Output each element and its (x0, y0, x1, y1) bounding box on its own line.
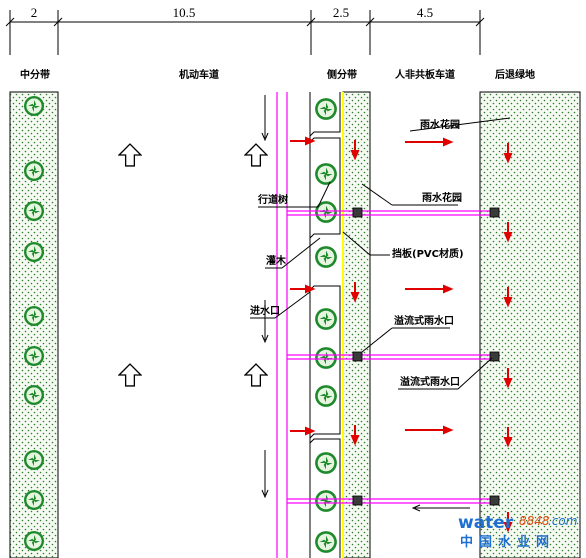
tree-bays (309, 92, 341, 558)
watermark-logo: water 8848 .com 中国水业网 (458, 513, 577, 550)
watermark-domain: 8848 (519, 514, 550, 528)
label-shrub: 灌木 (266, 254, 287, 267)
dimension-motorway: 10.5 (173, 5, 196, 20)
label-rain-garden: 雨水花园 (422, 191, 462, 204)
label-street-tree: 行道树 (257, 193, 288, 206)
zone-label-side-divider: 侧分带 (327, 68, 357, 81)
watermark-chinese: 中国水业网 (460, 534, 555, 550)
runoff-flow-arrows (290, 136, 513, 533)
gutter-flow-arrows (261, 95, 269, 499)
traffic-direction-arrows (118, 143, 268, 387)
drainage-pipes (276, 92, 495, 558)
label-overflow-drain-upper: 溢流式雨水口 (394, 314, 454, 327)
dimension-side-divider: 2.5 (333, 5, 349, 20)
overflow-drain-boxes (352, 207, 500, 506)
annotation-leaders (250, 117, 511, 390)
backyard-green-strip (479, 91, 581, 558)
watermark-brand: water (458, 513, 514, 533)
dimension-median: 2 (31, 5, 38, 20)
sidewalk-flow-arrow (411, 504, 470, 512)
zone-label-sidewalk: 人非共板车道 (395, 68, 455, 81)
dimension-line (5, 10, 485, 55)
zone-label-median: 中分带 (20, 68, 50, 81)
zone-label-motorway: 机动车道 (179, 68, 219, 81)
dimension-sidewalk: 4.5 (417, 5, 433, 20)
label-rain-garden-top: 雨水花园 (420, 118, 460, 131)
side-divider-trees (315, 98, 337, 553)
zone-label-backyard-green: 后退绿地 (495, 68, 535, 81)
label-overflow-drain-lower: 溢流式雨水口 (400, 375, 460, 388)
label-inlet: 进水口 (250, 304, 280, 317)
label-baffle: 挡板(PVC材质) (392, 247, 464, 260)
side-divider-strip (342, 91, 371, 558)
watermark-suffix: .com (548, 514, 577, 528)
